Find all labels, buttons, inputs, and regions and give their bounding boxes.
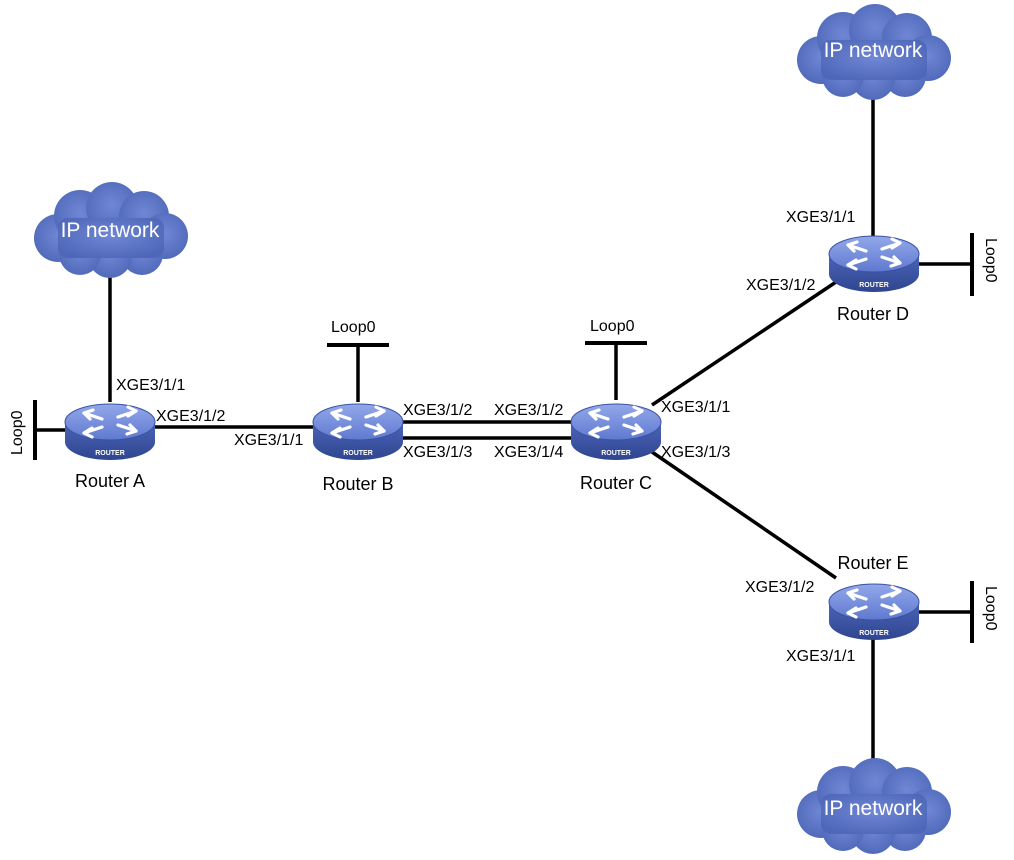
port-c-b-1: XGE3/1/2: [494, 402, 563, 419]
router-e-name: Router E: [837, 553, 908, 573]
cloud-e-label: IP network: [824, 797, 923, 820]
router-c-name: Router C: [580, 473, 652, 493]
ip-network-cloud-d: IP network: [797, 4, 951, 100]
port-c-e: XGE3/1/3: [661, 444, 730, 461]
router-b-name: Router B: [322, 474, 393, 494]
loopback-a: Loop0: [9, 400, 72, 460]
router-icon: ROUTER: [827, 582, 921, 642]
router-icon: ROUTER: [63, 402, 157, 462]
port-b-c-1: XGE3/1/2: [403, 402, 472, 419]
loopback-c: Loop0: [585, 318, 647, 400]
link-c-d: [651, 280, 837, 407]
router-a: ROUTER Router A: [63, 402, 157, 491]
loopback-e: Loop0: [914, 581, 999, 643]
loopback-c-label: Loop0: [590, 318, 635, 335]
cloud-a-label: IP network: [61, 219, 160, 242]
router-d: ROUTER Router D: [827, 234, 921, 324]
port-e-cloud: XGE3/1/1: [786, 648, 855, 665]
router-a-name: Router A: [75, 471, 145, 491]
loopback-d: Loop0: [914, 233, 999, 296]
router-e: ROUTER Router E: [827, 553, 921, 642]
ip-network-cloud-a: IP network: [34, 182, 188, 278]
port-c-b-2: XGE3/1/4: [494, 444, 563, 461]
port-d-c: XGE3/1/2: [746, 277, 815, 294]
router-icon: ROUTER: [311, 402, 405, 462]
port-b-a: XGE3/1/1: [234, 432, 303, 449]
port-labels: XGE3/1/1 XGE3/1/2 XGE3/1/1 XGE3/1/2 XGE3…: [116, 209, 855, 665]
router-a-badge: ROUTER: [95, 450, 125, 457]
router-icon: ROUTER: [827, 234, 921, 294]
router-c-badge: ROUTER: [601, 450, 631, 457]
loopback-e-label: Loop0: [982, 586, 999, 631]
router-e-badge: ROUTER: [859, 630, 889, 637]
router-c: ROUTER Router C: [569, 402, 663, 493]
port-e-c: XGE3/1/2: [745, 579, 814, 596]
port-c-d: XGE3/1/1: [661, 399, 730, 416]
links: [108, 97, 875, 768]
port-b-c-2: XGE3/1/3: [403, 444, 472, 461]
router-b-badge: ROUTER: [343, 450, 373, 457]
loopback-b: Loop0: [327, 319, 389, 402]
ip-network-cloud-e: IP network: [797, 758, 951, 854]
link-c-e: [651, 450, 837, 580]
router-d-badge: ROUTER: [859, 282, 889, 289]
loopback-a-label: Loop0: [9, 410, 26, 455]
router-icon: ROUTER: [569, 402, 663, 462]
port-d-cloud: XGE3/1/1: [786, 209, 855, 226]
router-b: ROUTER Router B: [311, 402, 405, 494]
loopback-d-label: Loop0: [982, 238, 999, 283]
port-a-b: XGE3/1/2: [156, 408, 225, 425]
port-a-cloud: XGE3/1/1: [116, 377, 185, 394]
cloud-d-label: IP network: [824, 39, 923, 62]
router-d-name: Router D: [837, 304, 909, 324]
loopback-b-label: Loop0: [331, 319, 376, 336]
